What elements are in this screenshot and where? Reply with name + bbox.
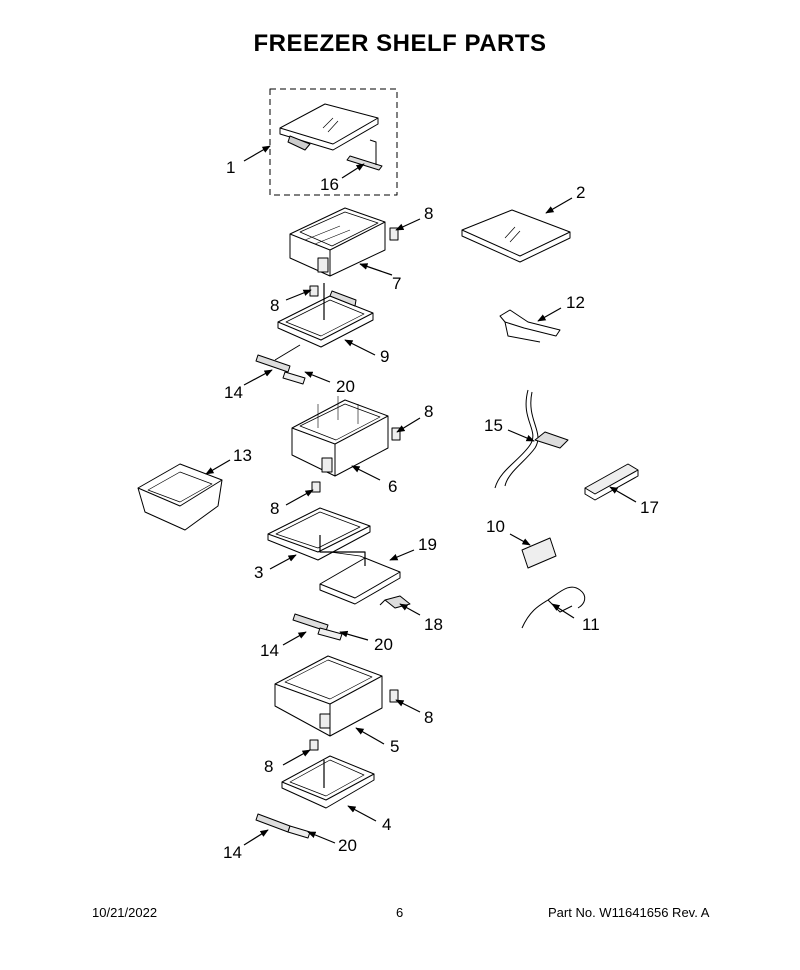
part-20-slide-lower (287, 825, 311, 839)
part-11-cable (521, 586, 586, 629)
part-1-glass-shelf-assembly (269, 88, 398, 196)
part-15-wire-harness (494, 389, 569, 489)
part-19-cover-plate (319, 551, 401, 605)
footer-part-number: Part No. W11641656 Rev. A (548, 905, 710, 920)
page-title: FREEZER SHELF PARTS (253, 30, 547, 57)
callout-18: 18 (424, 615, 443, 634)
part-14-slide-upper (255, 344, 301, 373)
callout-16: 16 (320, 175, 339, 194)
callout-17: 17 (640, 498, 659, 517)
callout-8: 8 (270, 499, 279, 518)
part-4-drawer-frame (281, 755, 375, 809)
callout-8: 8 (424, 708, 433, 727)
leader-arrows (205, 145, 637, 846)
part-2-glass-shelf (461, 209, 571, 263)
callout-7: 7 (392, 274, 401, 293)
callout-14: 14 (223, 843, 242, 862)
callout-20: 20 (374, 635, 393, 654)
part-18-sensor (379, 595, 411, 609)
part-7-top-drawer (289, 207, 386, 277)
part-13-bin (137, 463, 223, 531)
callout-6: 6 (388, 477, 397, 496)
callout-2: 2 (576, 183, 585, 202)
part-14-slide-lower (255, 813, 291, 833)
callout-9: 9 (380, 347, 389, 366)
callout-12: 12 (566, 293, 585, 312)
callout-14: 14 (260, 641, 279, 660)
part-17-light-assembly (584, 463, 639, 501)
footer-page-number: 6 (396, 905, 404, 920)
part-8-clip (309, 227, 401, 751)
connector-lines (319, 283, 366, 788)
part-5-bottom-drawer (274, 655, 383, 737)
footer-date: 10/21/2022 (92, 905, 158, 920)
part-16-shelf-trim (346, 139, 383, 171)
callout-8: 8 (424, 402, 433, 421)
part-20-slide-upper (282, 371, 306, 385)
part-6-middle-drawer (291, 396, 389, 477)
part-10-module (521, 537, 557, 569)
callout-14: 14 (224, 383, 243, 402)
callout-20: 20 (338, 836, 357, 855)
part-12-bracket (499, 309, 561, 343)
callout-8: 8 (264, 757, 273, 776)
callout-13: 13 (233, 446, 252, 465)
callout-15: 15 (484, 416, 503, 435)
part-3-drawer-frame (267, 507, 371, 561)
callout-20: 20 (336, 377, 355, 396)
callout-4: 4 (382, 815, 391, 834)
callout-8: 8 (424, 204, 433, 223)
callout-1: 1 (226, 158, 235, 177)
part-20-slide-middle (317, 627, 343, 641)
callout-8: 8 (270, 296, 279, 315)
callout-10: 10 (486, 517, 505, 536)
part-9-drawer-frame (277, 290, 374, 348)
callout-19: 19 (418, 535, 437, 554)
callout-5: 5 (390, 737, 399, 756)
callout-labels: 1 16 2 8 7 8 9 12 14 20 8 15 13 6 8 17 1… (223, 158, 659, 862)
callout-11: 11 (582, 615, 600, 634)
callout-3: 3 (254, 563, 263, 582)
